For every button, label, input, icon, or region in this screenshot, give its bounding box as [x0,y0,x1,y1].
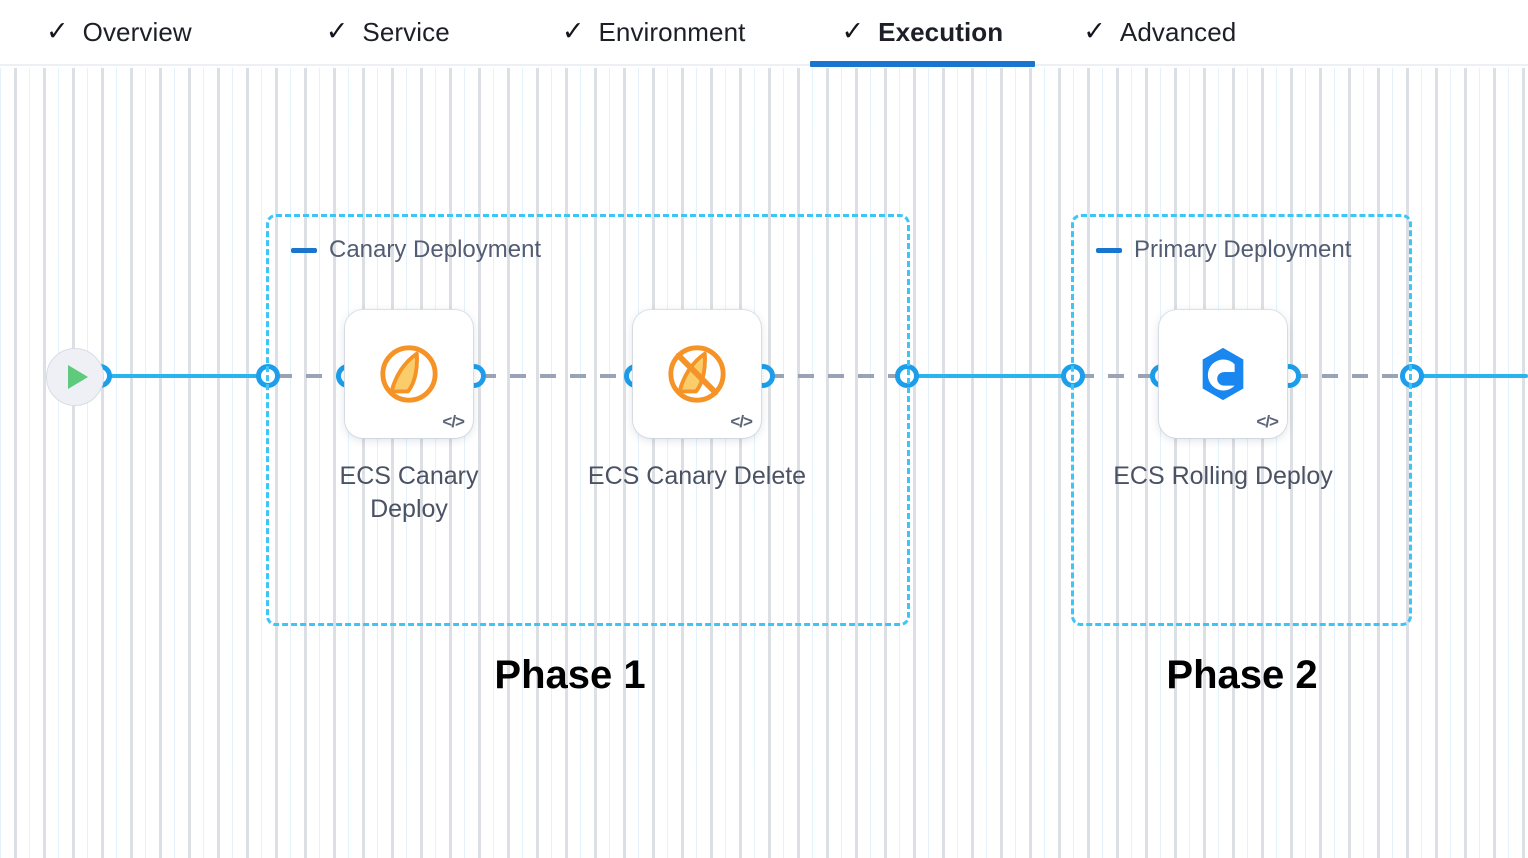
step-ecs-canary-deploy[interactable]: </> [345,310,473,438]
group-header[interactable]: Primary Deployment [1096,236,1351,264]
tab-execution[interactable]: ✓ Execution [809,0,1036,67]
code-badge-icon: </> [442,412,465,431]
step-label: ECS Canary Deploy [339,462,479,523]
step-ecs-rolling-deploy[interactable]: </> [1159,310,1287,438]
check-icon: ✓ [325,15,349,46]
check-icon: ✓ [46,15,69,46]
ecs-canary-delete-icon [668,345,726,403]
group-header[interactable]: Canary Deployment [291,236,541,264]
check-icon: ✓ [841,15,865,46]
code-badge-icon: </> [730,412,753,431]
pipeline-tab-bar: ✓ Overview ✓ Service ✓ Environment ✓ Exe… [0,0,1528,67]
connector-tail [1412,374,1528,378]
tab-environment[interactable]: ✓ Environment [558,0,750,65]
connector-group2-exit [1292,374,1412,378]
step-group-primary-deployment[interactable]: Primary Deployment [1071,214,1412,626]
tab-label: Overview [82,16,192,47]
check-icon: ✓ [1083,15,1106,46]
phase-caption: Phase 2 [1166,653,1318,697]
step-label: ECS Canary Delete [587,462,807,490]
group-title: Primary Deployment [1134,236,1352,263]
step-ecs-canary-delete[interactable]: </> [633,310,761,438]
tab-label: Environment [598,16,746,47]
code-badge-icon: </> [1256,412,1279,431]
tab-label: Advanced [1119,16,1237,47]
group-title: Canary Deployment [329,236,542,263]
check-icon: ✓ [561,15,585,46]
connector-deploy-to-delete [480,374,636,378]
connector-between-groups [908,374,1074,378]
phase-caption: Phase 1 [494,653,646,697]
play-icon [68,365,88,389]
connector-group2-entry [1078,374,1162,378]
step-group-canary-deployment[interactable]: Canary Deployment [266,214,910,626]
connector-group1-exit [768,374,908,378]
connector-start-to-group1 [100,374,272,378]
step-label: ECS Rolling Deploy [1113,462,1333,490]
minus-icon[interactable] [291,247,317,253]
pipeline-start-node[interactable] [46,348,104,406]
tab-service[interactable]: ✓ Service [322,0,454,65]
ecs-rolling-deploy-icon [1202,347,1244,401]
connector-group1-entry [276,374,348,378]
tab-advanced[interactable]: ✓ Advanced [1079,0,1240,65]
tab-overview[interactable]: ✓ Overview [42,0,196,65]
connector-dot[interactable] [1400,364,1424,388]
tab-active-underline [809,61,1036,67]
tab-label: Service [362,16,450,47]
tab-label: Execution [878,16,1004,47]
ecs-canary-deploy-icon [380,345,438,403]
minus-icon[interactable] [1096,247,1122,253]
pipeline-canvas[interactable]: Canary Deployment </> ECS Canary Deploy … [0,68,1528,858]
